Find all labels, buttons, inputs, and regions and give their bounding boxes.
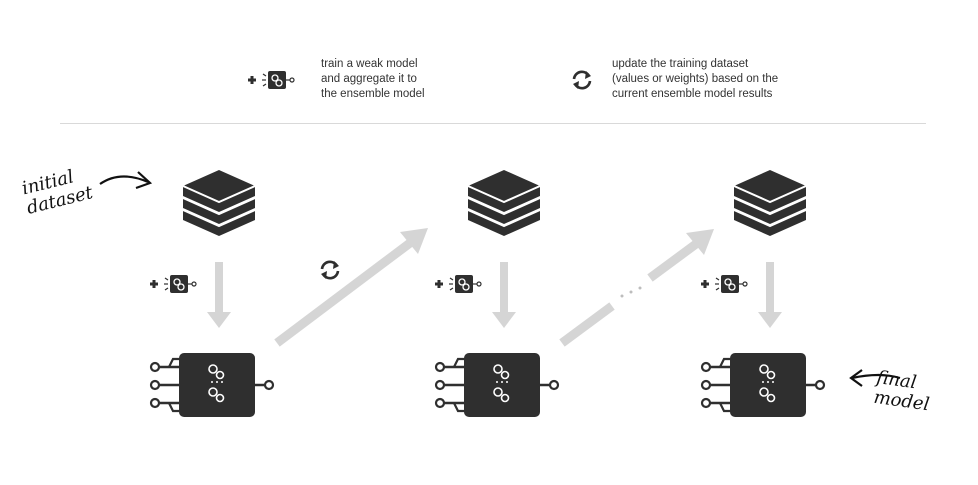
down-arrow-3 (758, 262, 782, 328)
legend-plus-model-icon (247, 70, 295, 90)
legend-refresh-icon (571, 69, 593, 91)
plus-model-icon-1 (149, 274, 197, 294)
update-arrow-2-dashed (559, 229, 714, 347)
legend-train-text: train a weak model and aggregate it to t… (321, 58, 425, 100)
dataset-stack-icon-2 (467, 169, 541, 237)
dataset-stack-icon-3 (733, 169, 807, 237)
final-annotation-arrow-icon (851, 373, 901, 380)
legend-divider (60, 123, 926, 124)
initial-annotation-arrow-icon (99, 175, 149, 185)
ensemble-model-icon-1 (149, 351, 275, 419)
dataset-stack-icon-1 (182, 169, 256, 237)
update-arrow-1 (274, 228, 428, 347)
update-refresh-icon (319, 259, 341, 281)
down-arrow-2 (492, 262, 516, 328)
down-arrow-1 (207, 262, 231, 328)
plus-model-icon-3 (700, 274, 748, 294)
ensemble-model-icon-2 (434, 351, 560, 419)
legend-update-text: update the training dataset (values or w… (612, 58, 779, 100)
final-annotation-arrowhead-icon (849, 369, 863, 387)
plus-model-icon-2 (434, 274, 482, 294)
ensemble-model-icon-3 (700, 351, 826, 419)
initial-annotation-arrowhead-icon (135, 171, 153, 190)
